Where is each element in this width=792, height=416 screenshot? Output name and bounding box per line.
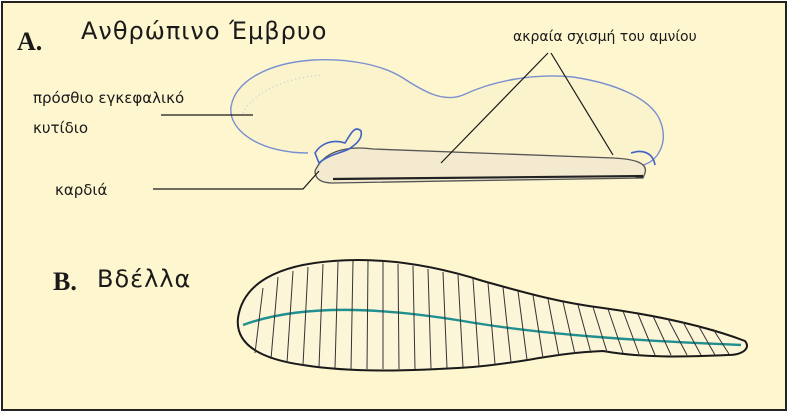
label-forebrain-line2: κυτίδιο (33, 119, 88, 137)
panel-a-title: Ανθρώπινο Έμβρυο (81, 17, 327, 45)
embryo-drawing (231, 60, 663, 183)
heart-leader (153, 171, 319, 189)
panel-b-title: Βδέλλα (97, 265, 191, 293)
leech-drawing (238, 260, 747, 371)
figure-frame: A. Ανθρώπινο Έμβρυο ακραία σχισμή του αμ… (1, 1, 787, 411)
panel-b-letter: B. (53, 267, 77, 297)
label-heart: καρδιά (55, 181, 107, 199)
label-forebrain-line1: πρόσθιο εγκεφαλικό (33, 89, 184, 107)
diagram-canvas (3, 3, 789, 413)
label-amnion-fold: ακραία σχισμή του αμνίου (513, 29, 697, 45)
panel-a-letter: A. (17, 27, 42, 57)
embryo-body-outline (231, 60, 663, 165)
